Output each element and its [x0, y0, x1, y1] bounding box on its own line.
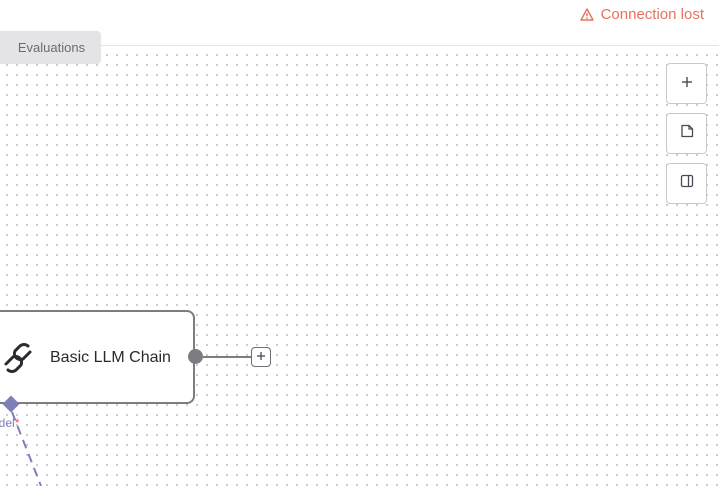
model-input-label-text: odel	[0, 416, 15, 430]
panel-icon	[680, 174, 694, 193]
model-input-label: odel*	[0, 416, 19, 430]
toggle-panel-button[interactable]	[666, 163, 707, 204]
node-title: Basic LLM Chain	[50, 349, 171, 366]
connection-status: Connection lost	[579, 6, 704, 23]
add-next-node-button[interactable]	[251, 347, 271, 367]
output-handle[interactable]	[188, 349, 203, 364]
plus-icon	[256, 348, 266, 366]
add-sticky-note-button[interactable]	[666, 113, 707, 154]
warning-icon	[579, 8, 594, 21]
link-icon	[0, 338, 36, 383]
node-basic-llm-chain[interactable]: Basic LLM Chain	[0, 310, 195, 404]
plus-icon	[681, 75, 693, 93]
required-marker: *	[14, 416, 20, 430]
connection-status-text: Connection lost	[600, 6, 704, 23]
workflow-canvas[interactable]	[0, 47, 719, 486]
output-connection-line	[203, 356, 251, 358]
sticky-note-icon	[680, 124, 694, 143]
add-node-button[interactable]	[666, 63, 707, 104]
tab-evaluations[interactable]: Evaluations	[0, 31, 101, 64]
top-bar: Connection lost	[0, 0, 719, 46]
